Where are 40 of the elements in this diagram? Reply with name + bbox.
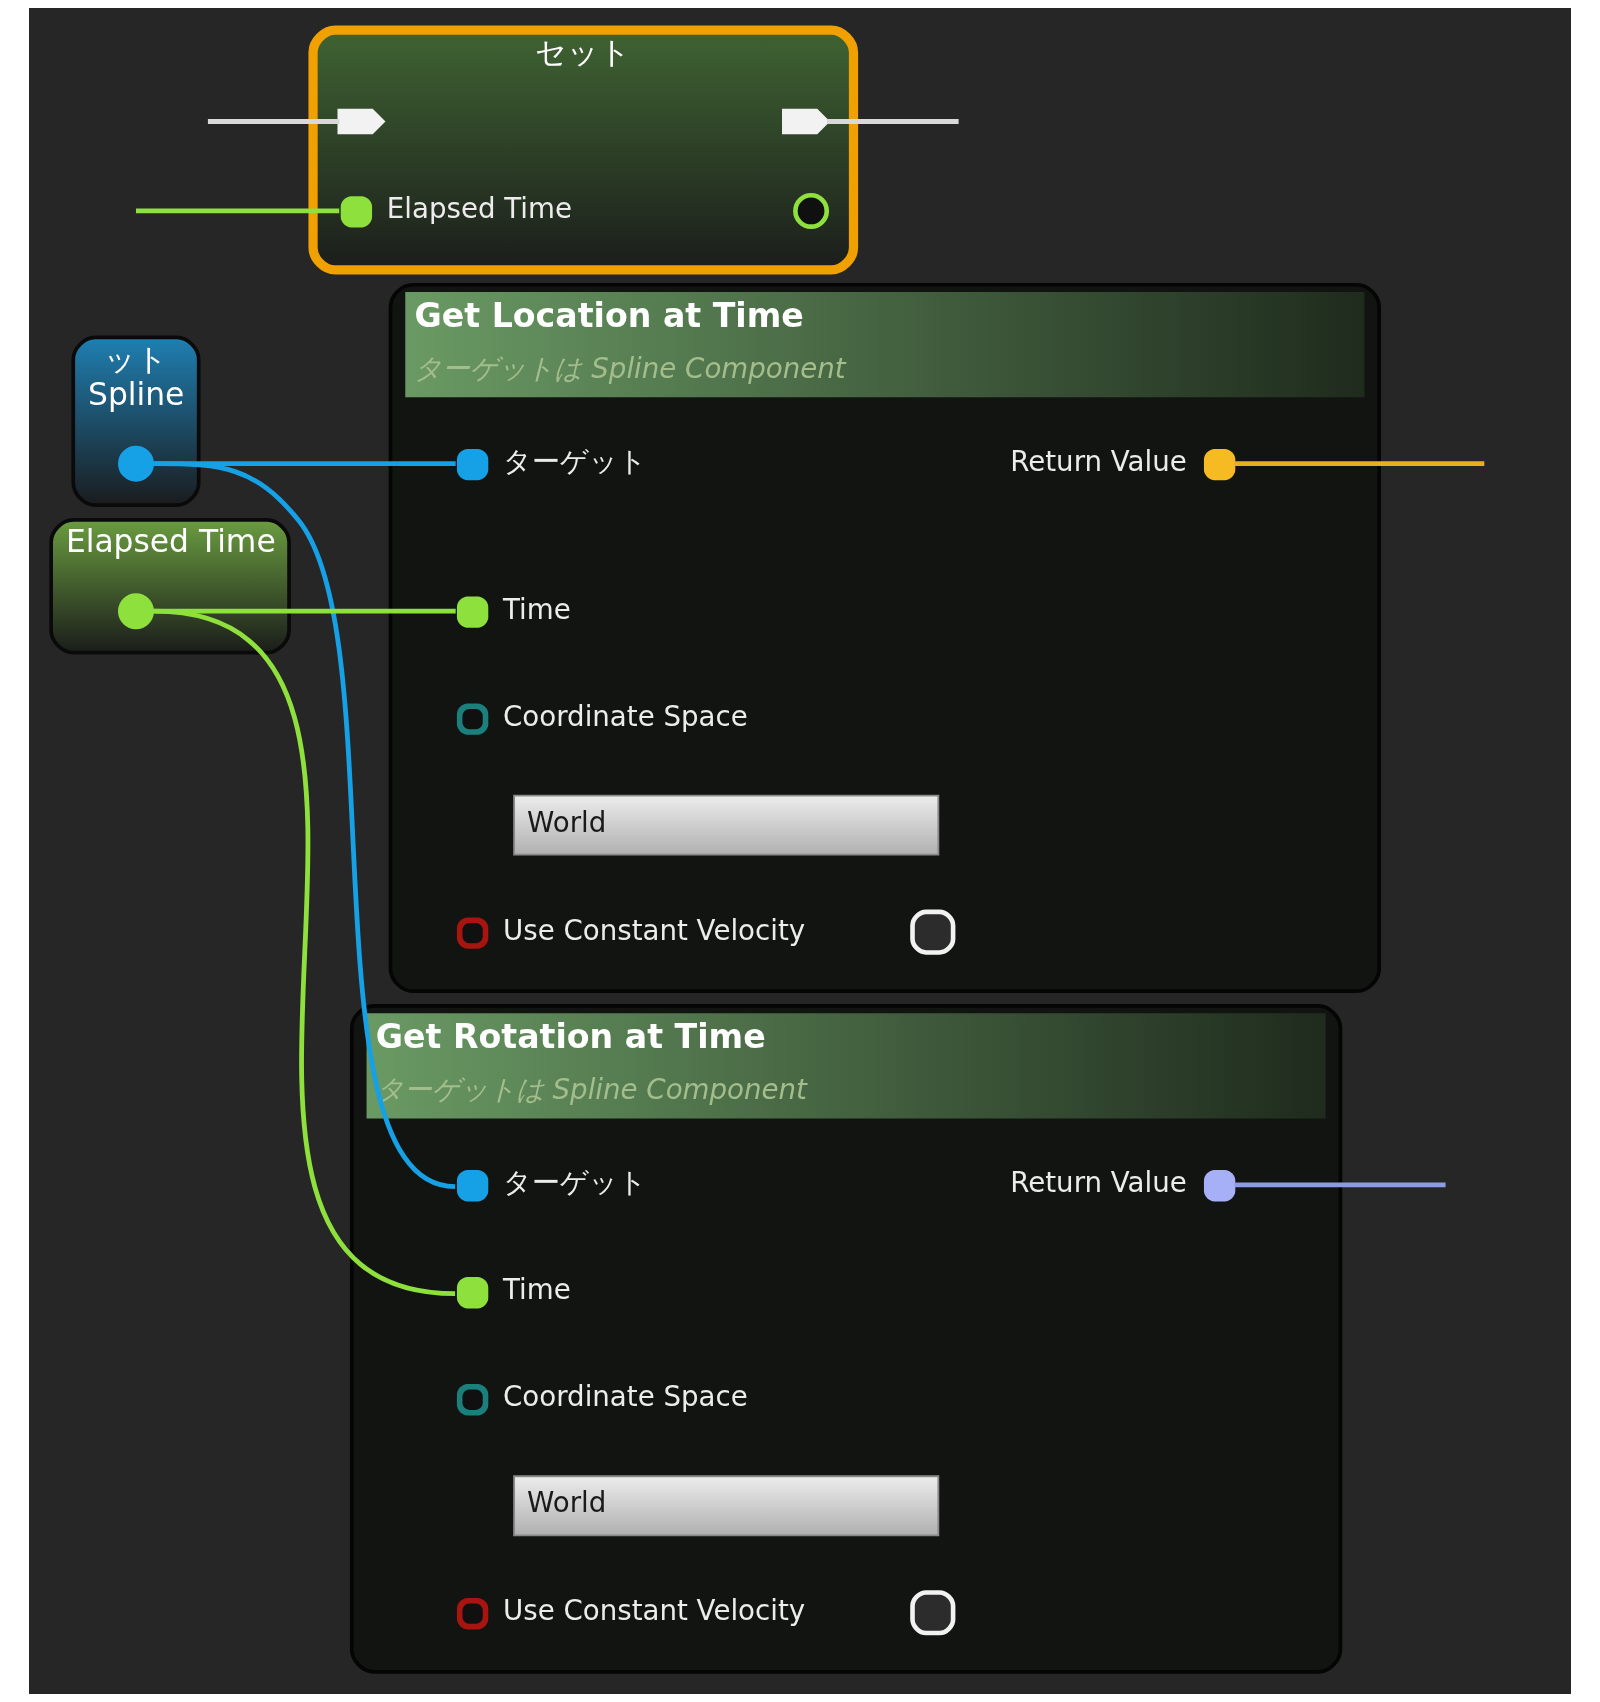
connector [827,119,959,124]
node-label: ターゲット [503,445,648,479]
node-label: Return Value [1010,1166,1187,1200]
node-circle [1203,1170,1236,1202]
node-label: Use Constant Velocity [503,1594,806,1628]
connector [153,608,456,1297]
node-circle [456,703,489,735]
node-circle [793,192,830,229]
node-pentagon [337,108,386,135]
node-circle [456,448,489,481]
node-circle [456,1277,489,1309]
node-circle [340,196,373,228]
connector [1234,461,1485,467]
node-circle [456,596,489,628]
node-circle [456,1598,489,1630]
node-box [910,1590,956,1636]
node-label: ターゲット [503,1166,648,1200]
node-label: Time [503,592,571,626]
node-circle [456,1384,489,1416]
connector [207,119,340,124]
cluster: ット Spline [71,335,201,507]
connector [1234,1182,1446,1188]
connector [151,608,456,614]
node-pentagon [782,108,830,135]
node-circle [456,917,489,949]
node-circle [1203,448,1236,481]
node-box [910,909,956,955]
connector [151,461,456,467]
connector [154,461,456,1189]
node-label: Time [503,1273,571,1307]
node-label: Coordinate Space [503,1380,748,1414]
node-circle [118,445,154,482]
node-label: Coordinate Space [503,699,748,733]
node-label: Use Constant Velocity [503,913,806,947]
node-circle [456,1170,489,1202]
node-label: Return Value [1010,445,1187,479]
cluster: Elapsed Time [49,518,291,655]
node-label: Elapsed Time [386,192,572,226]
node-circle [118,593,154,630]
connector [136,208,340,214]
